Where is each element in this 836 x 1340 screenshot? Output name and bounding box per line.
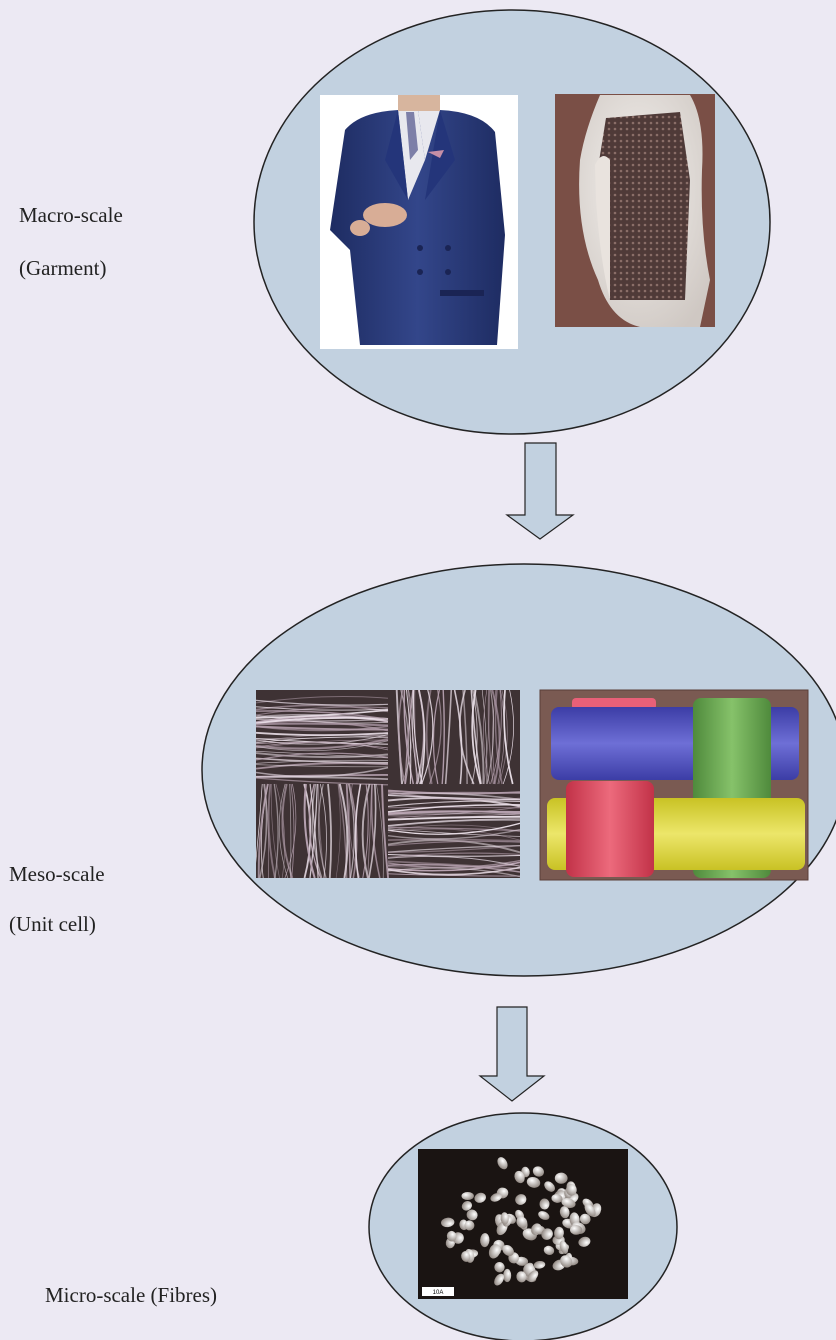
down-arrow-2 [480,1007,544,1101]
fibre-cross-section-image: 10A [418,1149,628,1299]
unit-cell-model-image [540,690,808,880]
scale-bar-label: 10A [433,1290,444,1296]
fibre-section [462,1192,474,1200]
macro-scale-label: Macro-scale [19,205,123,226]
fibre-section [503,1269,511,1282]
macro-scale-sublabel: (Garment) [19,258,106,279]
dress-form-image [555,94,715,327]
meso-scale-label: Meso-scale [9,864,105,885]
down-arrow-1 [507,443,573,539]
woven-fabric-image [254,690,520,878]
suit-image [320,95,518,349]
micro-scale-label: Micro-scale (Fibres) [45,1285,217,1306]
meso-scale-sublabel: (Unit cell) [9,914,96,935]
